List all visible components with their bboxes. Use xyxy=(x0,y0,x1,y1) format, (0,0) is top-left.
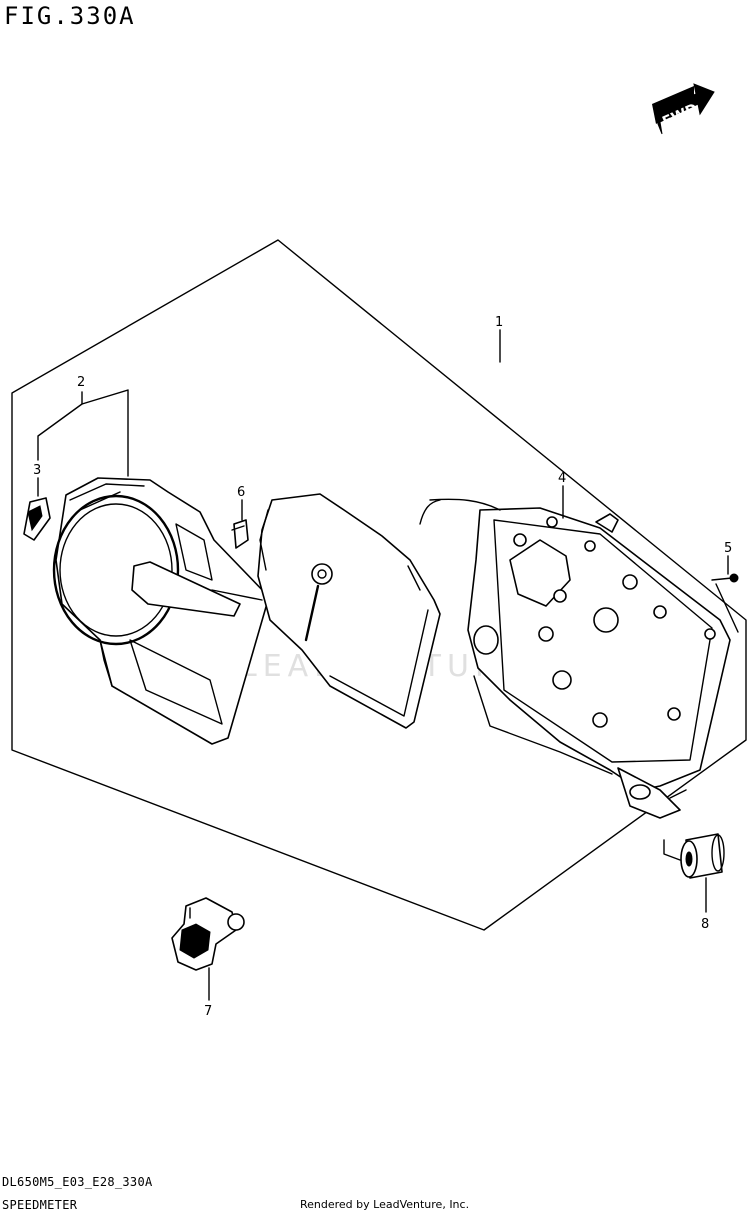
bulb-socket-part xyxy=(171,897,245,971)
front-cover-part xyxy=(52,477,269,745)
grommet-part xyxy=(663,789,725,879)
rear-case-part xyxy=(419,498,731,819)
credit-text: Rendered by LeadVenture, Inc. xyxy=(300,1198,470,1211)
callout-7: 7 xyxy=(204,1004,212,1019)
figure-code: DL650M5_E03_E28_330A xyxy=(2,1175,153,1189)
callout-6: 6 xyxy=(237,485,245,500)
callout-3: 3 xyxy=(33,463,41,478)
callout-5: 5 xyxy=(724,541,732,556)
cushion-part xyxy=(23,497,51,541)
screw-part xyxy=(711,573,739,633)
assembly-outline xyxy=(11,239,747,931)
figure-name: SPEEDMETER xyxy=(2,1198,78,1212)
dial-plate-part xyxy=(257,493,441,729)
callout-8: 8 xyxy=(701,917,709,932)
callout-2: 2 xyxy=(77,375,85,390)
leader-lines xyxy=(37,329,729,1001)
callout-4: 4 xyxy=(558,471,566,486)
tape-part xyxy=(231,519,249,549)
figure-title: FIG.330A xyxy=(4,2,136,30)
callout-1: 1 xyxy=(495,315,503,330)
fwd-arrow-icon: FWD xyxy=(652,83,715,135)
